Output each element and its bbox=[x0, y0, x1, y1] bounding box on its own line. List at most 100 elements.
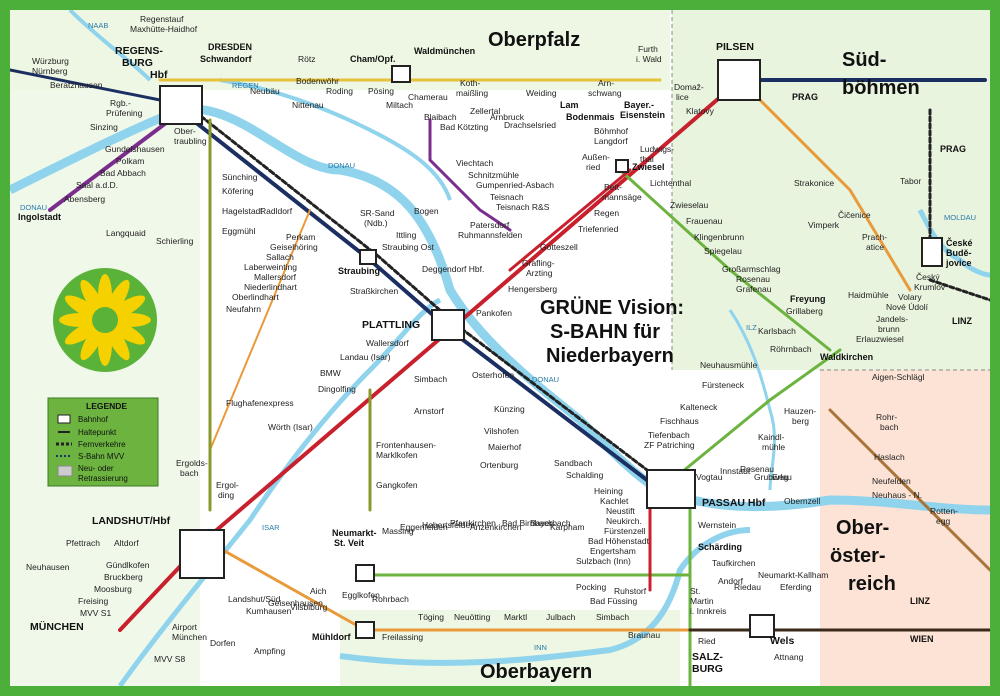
region-oberpfalz: Oberpfalz bbox=[488, 29, 580, 51]
station-label: Arzting bbox=[526, 268, 553, 278]
station-label: Tabor bbox=[900, 176, 921, 186]
station-label: Grafenau bbox=[736, 284, 772, 294]
station-label: Kaindl- bbox=[758, 432, 785, 442]
station-label: Prach- bbox=[862, 232, 887, 242]
station-label: Landshut/Süd bbox=[228, 594, 281, 604]
station-label: Blaibach bbox=[424, 112, 457, 122]
station-label: Nürnberg bbox=[32, 66, 68, 76]
hub-landshut[interactable] bbox=[179, 529, 225, 579]
hub-regensburg[interactable] bbox=[159, 85, 203, 125]
station-label: Köfering bbox=[222, 186, 254, 196]
legend-label: Fernverkehre bbox=[78, 440, 126, 449]
station-label: Sünching bbox=[222, 172, 258, 182]
station-label: Ried bbox=[698, 636, 716, 646]
station-label: i. Wald bbox=[636, 54, 662, 64]
station-label: Bad Höhenstadt bbox=[588, 536, 650, 546]
hub-passau[interactable] bbox=[646, 469, 696, 509]
naab-river bbox=[68, 10, 152, 82]
station-label: Ampfing bbox=[254, 646, 285, 656]
station-label: Massing bbox=[382, 526, 414, 536]
station-label: Teisnach R&S bbox=[496, 202, 550, 212]
river-label-donau-3: DONAU bbox=[532, 375, 559, 384]
station-label: Vilsbiburg bbox=[290, 602, 327, 612]
direction-linz-1: LINZ bbox=[952, 316, 972, 326]
station-label: Eferding bbox=[780, 582, 812, 592]
station-label: Schierling bbox=[156, 236, 194, 246]
station-label: Haslach bbox=[874, 452, 905, 462]
hub-straubing[interactable] bbox=[359, 249, 377, 265]
station-label: Ruhmannsfelden bbox=[458, 230, 523, 240]
station-label: Waldkirchen bbox=[820, 352, 873, 362]
station-label: Polkam bbox=[116, 156, 144, 166]
station-label: Wallersdorf bbox=[366, 338, 409, 348]
stations-east: Lichtenthal Zwieselau Frauenau Klingenbr… bbox=[644, 176, 958, 526]
station-label: Freyung bbox=[790, 294, 826, 304]
hub-muehldorf[interactable] bbox=[355, 621, 375, 639]
hub-budejovice[interactable] bbox=[921, 237, 943, 267]
isar-river bbox=[117, 297, 442, 686]
station-label: egg bbox=[936, 516, 950, 526]
station-label: Fürsteneck bbox=[702, 380, 745, 390]
hub-plattling[interactable] bbox=[431, 309, 465, 341]
label-salzburg-2: BURG bbox=[692, 663, 723, 675]
station-label: Hebertsfelden bbox=[422, 520, 475, 530]
station-label: Ergolds- bbox=[176, 458, 208, 468]
station-label: Gündlkofen bbox=[106, 560, 150, 570]
direction-dresden: DRESDEN bbox=[208, 42, 252, 52]
label-budejovice-2: Budě- bbox=[946, 248, 972, 258]
river-label-naab: NAAB bbox=[88, 21, 108, 30]
station-label: Niederlindhart bbox=[244, 282, 298, 292]
station-label: Drachselsried bbox=[504, 120, 556, 130]
station-label: Pocking bbox=[576, 582, 607, 592]
hub-neumarkt[interactable] bbox=[355, 564, 375, 582]
station-label: Radldorf bbox=[260, 206, 293, 216]
station-label: Volary bbox=[898, 292, 922, 302]
station-label: Töging bbox=[418, 612, 444, 622]
station-label: Frauenau bbox=[686, 216, 723, 226]
station-label: ried bbox=[586, 162, 600, 172]
station-label: Neumarkt- bbox=[332, 528, 377, 538]
station-label: Aich bbox=[310, 586, 327, 596]
station-label: Abensberg bbox=[64, 194, 105, 204]
station-label: Rohrbach bbox=[372, 594, 409, 604]
hub-wels[interactable] bbox=[749, 614, 775, 638]
station-label: Zwieselau bbox=[670, 200, 709, 210]
inn-river bbox=[339, 527, 751, 666]
station-label: Sandbach bbox=[554, 458, 593, 468]
label-wels: Wels bbox=[770, 635, 794, 647]
station-label: Grafling- bbox=[522, 258, 555, 268]
station-label: Martin bbox=[690, 596, 714, 606]
station-label: Würzburg bbox=[32, 56, 69, 66]
station-label: Braunau bbox=[628, 630, 660, 640]
station-label: Miltach bbox=[386, 100, 413, 110]
station-label: Neuhaus - N. bbox=[872, 490, 922, 500]
station-label: Krumlov bbox=[914, 282, 946, 292]
station-label: Rotten- bbox=[930, 506, 958, 516]
station-label: Neustift bbox=[606, 506, 635, 516]
hub-pilsen[interactable] bbox=[717, 59, 761, 101]
label-muenchen: MÜNCHEN bbox=[30, 620, 84, 633]
river-label-moldau: MOLDAU bbox=[944, 213, 976, 222]
station-label: Rgb.- bbox=[110, 98, 131, 108]
station-label: Attnang bbox=[774, 652, 804, 662]
label-pilsen: PILSEN bbox=[716, 41, 754, 53]
station-label: Bad Abbach bbox=[100, 168, 146, 178]
station-label: Klingenbrunn bbox=[694, 232, 744, 242]
station-label: Gundelshausen bbox=[105, 144, 165, 154]
station-label: Hagelstadt bbox=[222, 206, 263, 216]
station-label: Gangkofen bbox=[376, 480, 418, 490]
hub-zwiesel[interactable] bbox=[615, 159, 629, 173]
west-area bbox=[10, 90, 200, 686]
station-label: St. Veit bbox=[334, 538, 364, 548]
station-label: brunn bbox=[878, 324, 900, 334]
station-label: i. Innkreis bbox=[690, 606, 726, 616]
station-label: Strakonice bbox=[794, 178, 834, 188]
hub-cham[interactable] bbox=[391, 65, 411, 83]
station-label: Ruhstorf bbox=[614, 586, 647, 596]
label-budejovice-3: jovice bbox=[945, 258, 972, 268]
region-oberbayern: Oberbayern bbox=[480, 661, 592, 683]
station-label: Fürstenzell bbox=[604, 526, 646, 536]
legend: LEGENDE Bahnhof Haltepunkt Fernverkehre … bbox=[47, 397, 159, 487]
station-label: Zellertal bbox=[470, 106, 500, 116]
station-label: Dingolfing bbox=[318, 384, 356, 394]
